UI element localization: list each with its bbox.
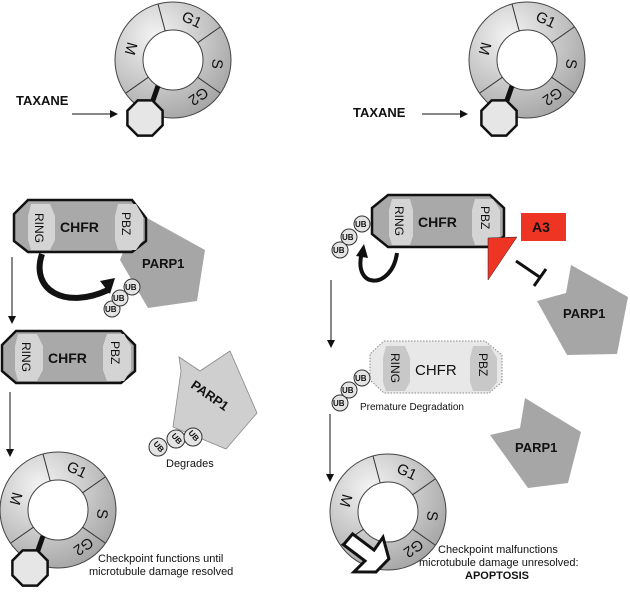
pbz-label-left: PBZ bbox=[119, 212, 133, 235]
phase-divider bbox=[157, 3, 166, 32]
parp1-shape-right bbox=[537, 265, 628, 355]
phase-divider bbox=[511, 3, 520, 32]
svg-text:UB: UB bbox=[113, 294, 125, 303]
cycle-hole bbox=[142, 29, 204, 91]
pbz-label-right: PBZ bbox=[478, 206, 492, 229]
checkpoint-octagon-icon bbox=[126, 99, 164, 137]
svg-text:PBZ: PBZ bbox=[476, 353, 490, 376]
cycle-hole bbox=[496, 29, 558, 91]
phase-divider bbox=[10, 526, 34, 544]
phase-label-m: M bbox=[475, 40, 495, 56]
ring-label-left: RING bbox=[32, 213, 46, 243]
phase-divider bbox=[372, 455, 381, 484]
phase-divider bbox=[412, 528, 436, 546]
svg-text:UB: UB bbox=[355, 220, 367, 229]
taxane-label-left: TAXANE bbox=[16, 93, 69, 108]
svg-text:CHFR: CHFR bbox=[415, 362, 457, 379]
parp1-degraded-left bbox=[172, 350, 258, 450]
a3-triangle bbox=[487, 236, 518, 281]
phase-label-g1: G1 bbox=[533, 8, 558, 32]
phase-divider bbox=[197, 76, 221, 94]
parp1-shape-right-2 bbox=[490, 398, 581, 488]
a3-box bbox=[521, 213, 566, 241]
phase-divider bbox=[82, 526, 106, 544]
taxane-label-right: TAXANE bbox=[353, 105, 406, 120]
phase-label-m: M bbox=[121, 40, 141, 56]
phase-label-s: S bbox=[208, 58, 226, 69]
svg-text:CHFR: CHFR bbox=[48, 350, 87, 366]
chfr-degrading: RING CHFR PBZ bbox=[369, 340, 503, 394]
svg-text:UB: UB bbox=[342, 386, 354, 395]
phase-label-s: S bbox=[93, 508, 111, 519]
phase-label-m: M bbox=[6, 490, 26, 506]
parp1-label-right-2: PARP1 bbox=[515, 440, 557, 455]
ub-chain-right: UB UB UB bbox=[331, 215, 371, 259]
phase-label-g1: G1 bbox=[179, 8, 204, 32]
phase-label-s: S bbox=[423, 510, 441, 521]
parp1-label-right: PARP1 bbox=[563, 306, 605, 321]
phase-divider bbox=[125, 76, 149, 94]
cycle-hole bbox=[27, 479, 89, 541]
inhibition-line bbox=[515, 259, 542, 280]
phase-label-g1: G1 bbox=[64, 458, 89, 482]
ubiquitination-arrow-right bbox=[358, 251, 399, 283]
svg-text:UB: UB bbox=[333, 246, 345, 255]
checkpoint-octagon-icon bbox=[480, 99, 518, 137]
premature-degradation-label: Premature Degradation bbox=[360, 402, 464, 413]
chfr-complex-left: RING CHFR PBZ bbox=[12, 198, 148, 254]
outcome-text-right-1: Checkpoint malfunctions bbox=[438, 544, 558, 556]
svg-text:UB: UB bbox=[355, 374, 367, 383]
svg-text:UB: UB bbox=[105, 305, 117, 314]
chfr-complex-left-2: RING CHFR PBZ bbox=[0, 329, 137, 385]
phase-divider bbox=[197, 26, 221, 44]
inhibition-bar bbox=[532, 268, 548, 287]
svg-text:RING: RING bbox=[19, 342, 33, 372]
phase-label-g1: G1 bbox=[394, 460, 419, 484]
ring-domain-left bbox=[28, 204, 55, 250]
phase-divider bbox=[551, 26, 575, 44]
chfr-label-left: CHFR bbox=[60, 219, 99, 235]
svg-text:UB: UB bbox=[342, 233, 354, 242]
ub-chain-premature: UB UB UB bbox=[331, 369, 371, 412]
svg-text:PBZ: PBZ bbox=[108, 341, 122, 364]
checkpoint-octagon-icon bbox=[11, 549, 49, 587]
right-panel: TAXANE RING CHFR PBZ UB UB UB A3 bbox=[326, 105, 628, 582]
phase-divider bbox=[551, 76, 575, 94]
open-arrow-icon bbox=[341, 531, 391, 574]
a3-label: A3 bbox=[532, 219, 550, 235]
ubiquitination-arrow-left bbox=[36, 253, 110, 301]
cycle-hole bbox=[357, 481, 419, 543]
chfr-complex-right: RING CHFR PBZ bbox=[370, 193, 506, 249]
apoptosis-label: APOPTOSIS bbox=[465, 570, 529, 582]
outcome-text-left-2: microtubule damage resolved bbox=[89, 566, 233, 578]
chfr-label-right: CHFR bbox=[418, 214, 457, 230]
svg-text:UB: UB bbox=[333, 399, 345, 408]
degrades-label: Degrades bbox=[166, 458, 214, 470]
pbz-domain-left bbox=[115, 204, 143, 250]
phase-label-s: S bbox=[562, 58, 580, 69]
svg-text:RING: RING bbox=[388, 353, 402, 383]
left-panel: TAXANE PARP1 RING CHFR PBZ UB UB UB bbox=[0, 93, 258, 578]
ring-label-right: RING bbox=[392, 206, 406, 236]
phase-divider bbox=[412, 478, 436, 496]
phase-divider bbox=[42, 453, 51, 482]
phase-divider bbox=[479, 76, 503, 94]
phase-label-m: M bbox=[336, 492, 356, 508]
outcome-text-left-1: Checkpoint functions until bbox=[98, 553, 223, 565]
outcome-text-right-2: microtubule damage unresolved: bbox=[419, 557, 579, 569]
ub-chain-degraded: UB UB UB bbox=[148, 427, 203, 457]
svg-text:UB: UB bbox=[125, 283, 137, 292]
ub-chain-left: UB UB UB bbox=[103, 278, 141, 318]
phase-divider bbox=[82, 476, 106, 494]
parp1-label-left: PARP1 bbox=[142, 256, 184, 271]
